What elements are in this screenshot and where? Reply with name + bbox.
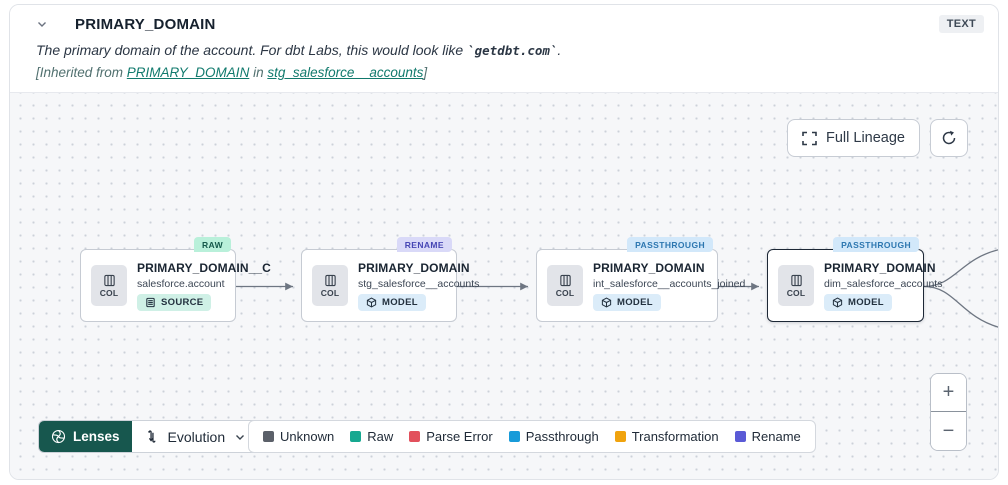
legend-item: Parse Error [409, 429, 493, 444]
column-chip: COL [91, 265, 127, 306]
column-description: The primary domain of the account. For d… [36, 42, 984, 58]
column-chip: COL [312, 265, 348, 306]
resource-label: SOURCE [161, 296, 204, 308]
lenses-control: Lenses Evolution [38, 420, 261, 453]
legend-label: Transformation [631, 429, 719, 444]
lens-selector[interactable]: Evolution [132, 421, 260, 452]
inherited-suffix: ] [423, 65, 428, 80]
full-lineage-button[interactable]: Full Lineage [787, 119, 920, 157]
inherited-model-link[interactable]: stg_salesforce__accounts [267, 65, 424, 80]
node-title: PRIMARY_DOMAIN__C [137, 260, 271, 275]
node-tag-badge: RENAME [396, 237, 452, 252]
source-icon [145, 297, 156, 308]
lineage-node-stg[interactable]: RENAME COL PRIMARY_DOMAIN stg_salesforce… [301, 237, 479, 322]
node-tag-badge: PASSTHROUGH [627, 237, 713, 252]
legend-swatch [508, 431, 520, 442]
node-title: PRIMARY_DOMAIN [824, 260, 936, 275]
chevron-down-icon [234, 431, 246, 443]
legend-label: Passthrough [525, 429, 599, 444]
model-cube-icon [366, 297, 377, 308]
lens-legend: Unknown Raw Parse Error Passthrough Tran… [248, 420, 816, 453]
columns-icon [559, 274, 572, 287]
legend-label: Unknown [280, 429, 335, 444]
lineage-canvas[interactable]: Full Lineage RAW COL [10, 93, 998, 479]
legend-label: Raw [367, 429, 394, 444]
inherited-middle: in [249, 65, 268, 80]
legend-item: Unknown [263, 429, 334, 444]
node-subtitle: dim_salesforce_accounts [824, 277, 943, 290]
column-chip: COL [547, 265, 583, 306]
node-subtitle: int_salesforce__accounts_joined [593, 277, 746, 290]
resource-badge: MODEL [358, 293, 426, 311]
legend-item: Transformation [614, 429, 719, 444]
legend-item: Rename [734, 429, 801, 444]
model-cube-icon [832, 297, 843, 308]
zoom-in-button[interactable]: + [931, 374, 966, 412]
legend-swatch [350, 431, 362, 442]
column-chip: COL [778, 265, 814, 306]
columns-icon [324, 274, 337, 287]
legend-swatch [409, 431, 421, 442]
model-cube-icon [601, 297, 612, 308]
full-lineage-label: Full Lineage [826, 130, 905, 146]
lineage-edges [236, 249, 998, 328]
description-code: `getdbt.com` [467, 43, 558, 58]
lineage-node-int[interactable]: PASSTHROUGH COL PRIMARY_DOMAIN int_sales… [536, 237, 745, 322]
expand-icon [802, 131, 817, 146]
node-subtitle: stg_salesforce__accounts [358, 277, 480, 290]
column-chip-label: COL [786, 287, 806, 298]
collapse-chevron-icon[interactable] [36, 18, 48, 30]
columns-icon [103, 274, 116, 287]
legend-swatch [263, 431, 274, 442]
inherited-note: [Inherited from PRIMARY_DOMAIN in stg_sa… [36, 65, 984, 80]
zoom-out-button[interactable]: − [931, 412, 966, 450]
lineage-node-source[interactable]: RAW COL PRIMARY_DOMAIN__C salesforce.acc… [80, 237, 271, 322]
refresh-icon [941, 130, 957, 146]
column-header: PRIMARY_DOMAIN TEXT The primary domain o… [10, 5, 998, 93]
legend-item: Raw [350, 429, 393, 444]
lineage-node-dim[interactable]: PASSTHROUGH COL PRIMARY_DOMAIN dim_sales… [767, 237, 942, 322]
legend-item: Passthrough [508, 429, 599, 444]
selected-lens-label: Evolution [167, 428, 226, 445]
column-title: PRIMARY_DOMAIN [75, 15, 216, 33]
column-lineage-panel: PRIMARY_DOMAIN TEXT The primary domain o… [9, 4, 999, 480]
columns-icon [790, 274, 803, 287]
column-chip-label: COL [99, 287, 119, 298]
node-tag-badge: RAW [193, 237, 231, 252]
zoom-controls: + − [930, 373, 967, 451]
resource-label: MODEL [617, 296, 653, 308]
description-text: The primary domain of the account. For d… [36, 42, 468, 58]
evolution-icon [145, 429, 159, 444]
column-type-badge: TEXT [938, 15, 984, 33]
node-subtitle: salesforce.account [137, 277, 225, 290]
lenses-button[interactable]: Lenses [39, 421, 132, 452]
description-period: . [557, 42, 562, 58]
column-chip-label: COL [320, 287, 340, 298]
refresh-button[interactable] [930, 119, 968, 157]
node-tag-badge: PASSTHROUGH [833, 237, 919, 252]
legend-swatch [734, 431, 746, 442]
resource-badge: MODEL [593, 293, 661, 311]
column-chip-label: COL [555, 287, 575, 298]
inherited-column-link[interactable]: PRIMARY_DOMAIN [126, 65, 250, 80]
canvas-toolbar: Full Lineage [787, 119, 968, 157]
inherited-prefix: [Inherited from [36, 65, 127, 80]
legend-label: Parse Error [426, 429, 493, 444]
resource-badge: SOURCE [137, 293, 212, 311]
legend-swatch [614, 431, 626, 442]
resource-label: MODEL [848, 296, 884, 308]
resource-label: MODEL [382, 296, 418, 308]
node-title: PRIMARY_DOMAIN [358, 260, 470, 275]
resource-badge: MODEL [824, 293, 892, 311]
lenses-label: Lenses [73, 429, 120, 444]
lens-icon [51, 429, 66, 444]
legend-label: Rename [751, 429, 801, 444]
node-title: PRIMARY_DOMAIN [593, 260, 705, 275]
